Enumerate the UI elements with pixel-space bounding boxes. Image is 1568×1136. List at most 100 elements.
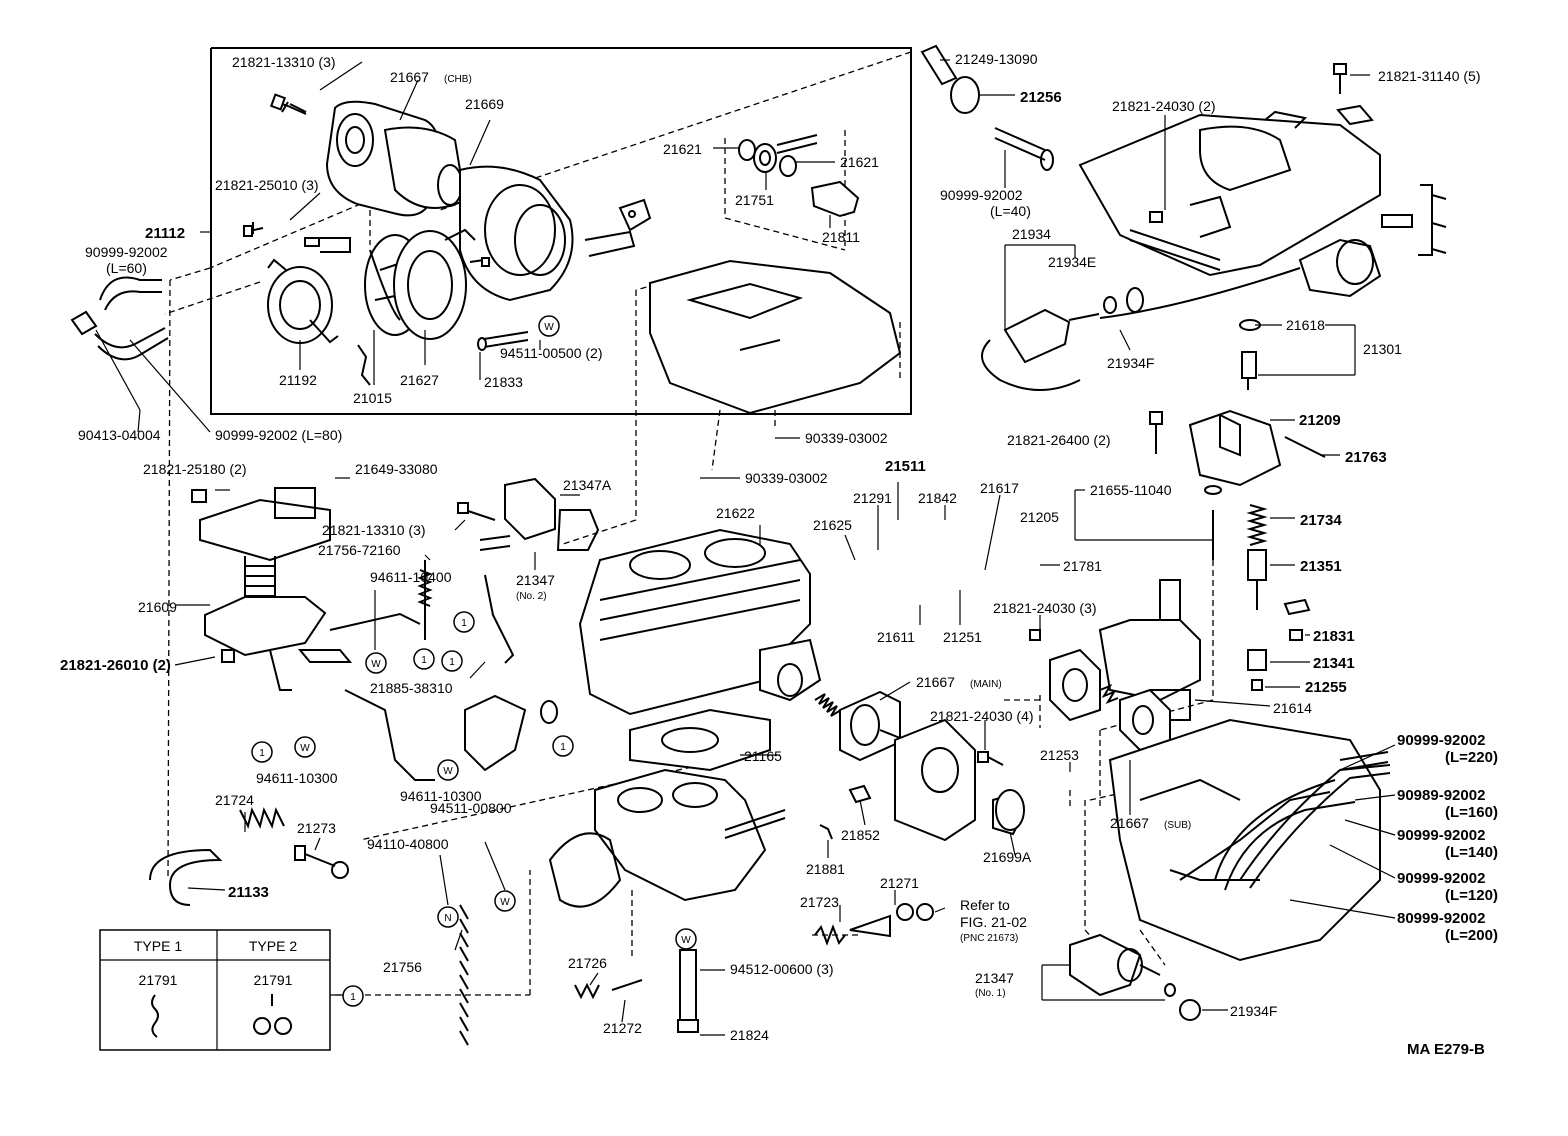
type2-part: 21791 xyxy=(254,972,293,988)
label-90339-03002-a: 90339-03002 xyxy=(805,430,888,446)
label-21751: 21751 xyxy=(735,192,774,208)
label-21165: 21165 xyxy=(744,748,782,764)
choke-assembly-frame xyxy=(200,47,912,415)
label-21885-38310: 21885-38310 xyxy=(370,680,453,696)
type1-part: 21791 xyxy=(139,972,178,988)
washer-symbols: W W W W W W N xyxy=(294,315,697,950)
right-side-small-parts xyxy=(1074,319,1356,721)
nut-icon: N xyxy=(444,913,451,924)
label-21934f-bot: 21934F xyxy=(1230,1003,1277,1019)
choke-parts xyxy=(243,93,652,386)
washer-icon: W xyxy=(443,766,453,777)
refer-note-line3: (PNC 21673) xyxy=(960,933,1018,944)
label-21347-no1: 21347 xyxy=(975,970,1014,986)
svg-text:1: 1 xyxy=(461,618,467,629)
label-21811: 21811 xyxy=(822,229,860,245)
svg-text:(L=120): (L=120) xyxy=(1445,887,1498,904)
label-90999-l120: 90999-92002 xyxy=(1397,870,1485,887)
diaphragm-21667-sub xyxy=(1029,629,1171,752)
label-21627: 21627 xyxy=(400,372,439,388)
fuel-filter xyxy=(920,44,1054,171)
type1-header: TYPE 1 xyxy=(134,938,182,954)
type2-header: TYPE 2 xyxy=(249,938,297,954)
vacuum-hoses-left xyxy=(70,276,211,433)
label-94512-00600: 94512-00600 (3) xyxy=(730,961,834,977)
label-21617: 21617 xyxy=(980,480,1019,496)
label-21255: 21255 xyxy=(1305,679,1347,696)
label-21781: 21781 xyxy=(1063,558,1102,574)
label-21253: 21253 xyxy=(1040,747,1079,763)
label-21655-11040: 21655-11040 xyxy=(1090,482,1172,498)
label-21723: 21723 xyxy=(800,894,839,910)
fuel-inlet-small-parts xyxy=(738,134,860,218)
refer-note-line2: FIG. 21-02 xyxy=(960,914,1027,930)
svg-text:(CHB): (CHB) xyxy=(444,74,472,85)
label-21934e: 21934E xyxy=(1048,254,1096,270)
label-21934f-top: 21934F xyxy=(1107,355,1154,371)
label-90989-l160: 90989-92002 xyxy=(1397,787,1485,804)
label-21833: 21833 xyxy=(484,374,523,390)
diaphragm-21609 xyxy=(191,487,331,691)
label-90999-l220: 90999-92002 xyxy=(1397,732,1485,749)
label-21347a: 21347A xyxy=(563,477,612,493)
diaphragm-21667-main xyxy=(814,690,906,762)
manifold-hoses-right xyxy=(1108,718,1391,962)
figure-id: MA E279-B xyxy=(1407,1041,1485,1058)
label-21669: 21669 xyxy=(465,96,504,112)
label-21618: 21618 xyxy=(1286,317,1325,333)
svg-text:(L=160): (L=160) xyxy=(1445,804,1498,821)
label-21821-26400: 21821-26400 (2) xyxy=(1007,432,1111,448)
label-21341: 21341 xyxy=(1313,655,1355,672)
washer-icon: W xyxy=(681,935,691,946)
label-21821-25180: 21821-25180 (2) xyxy=(143,461,247,477)
label-94611-10300-b: 94611-10300 xyxy=(400,788,482,804)
label-21821-13310-mid: 21821-13310 (3) xyxy=(322,522,426,538)
label-94511-00500: 94511-00500 (2) xyxy=(500,345,602,361)
label-21821-13310-top: 21821-13310 (3) xyxy=(232,54,336,70)
svg-text:(L=220): (L=220) xyxy=(1445,749,1498,766)
svg-text:(SUB): (SUB) xyxy=(1164,820,1191,831)
label-90999-l40: 90999-92002 xyxy=(940,187,1023,203)
screw-21821-26400 xyxy=(1149,411,1163,454)
label-21621-b: 21621 xyxy=(840,154,879,170)
label-21272: 21272 xyxy=(603,1020,642,1036)
label-21249-13090: 21249-13090 xyxy=(955,51,1038,67)
label-21209: 21209 xyxy=(1299,412,1341,429)
label-90339-03002-b: 90339-03002 xyxy=(745,470,828,486)
label-94611-10400: 94611-10400 xyxy=(370,569,452,585)
svg-text:(L=40): (L=40) xyxy=(990,203,1031,219)
label-21347-no2: 21347 xyxy=(516,572,555,588)
label-21699a: 21699A xyxy=(983,849,1032,865)
svg-text:1: 1 xyxy=(449,657,455,668)
label-21724: 21724 xyxy=(215,792,254,808)
washer-icon: W xyxy=(371,659,381,670)
throttle-opener-bracket xyxy=(894,718,1025,842)
svg-text:(No. 1): (No. 1) xyxy=(975,988,1006,999)
washer-icon: W xyxy=(544,322,554,333)
label-21934: 21934 xyxy=(1012,226,1051,242)
label-94110-40800: 94110-40800 xyxy=(367,836,449,852)
label-21649-33080: 21649-33080 xyxy=(355,461,438,477)
label-21821-25010: 21821-25010 (3) xyxy=(215,177,319,193)
bottom-left-parts xyxy=(149,784,934,1046)
label-21621-a: 21621 xyxy=(663,141,702,157)
switch-21347-no1 xyxy=(1041,933,1201,1021)
label-21622: 21622 xyxy=(716,505,755,521)
label-21842: 21842 xyxy=(918,490,957,506)
clip-type2-icon xyxy=(253,994,292,1035)
carburetor-main-body xyxy=(548,259,902,908)
label-21251: 21251 xyxy=(943,629,982,645)
linkage-parts-mid-left xyxy=(297,477,600,781)
label-21667-sub: 21667 xyxy=(1110,815,1149,831)
svg-text:(L=60): (L=60) xyxy=(106,260,147,276)
label-21351: 21351 xyxy=(1300,558,1342,575)
washer-icon: W xyxy=(300,743,310,754)
svg-text:(L=140): (L=140) xyxy=(1445,844,1498,861)
label-21511: 21511 xyxy=(885,458,926,475)
label-21667-chb: 21667 xyxy=(390,69,429,85)
label-21205: 21205 xyxy=(1020,509,1059,525)
label-21611: 21611 xyxy=(877,629,915,645)
label-21821-24030-4: 21821-24030 (4) xyxy=(930,708,1034,724)
label-21301: 21301 xyxy=(1363,341,1402,357)
